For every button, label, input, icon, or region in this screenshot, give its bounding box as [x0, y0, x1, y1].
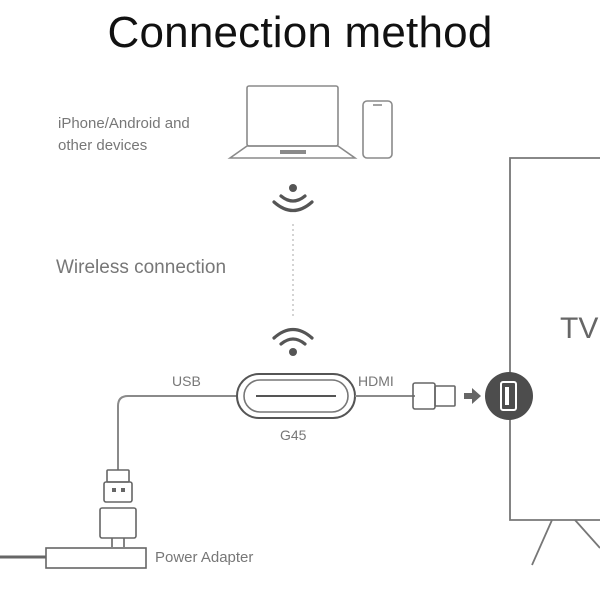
tv-label: TV: [560, 312, 599, 345]
hdmi-port-icon: [485, 372, 533, 420]
hdmi-label: HDMI: [358, 373, 394, 389]
power-strip-icon: [0, 547, 147, 569]
devices-label: iPhone/Android and other devices: [58, 113, 190, 157]
devices-label-line2: other devices: [58, 137, 148, 154]
arrow-right-icon: [464, 388, 481, 404]
power-adapter-icon: [99, 507, 137, 547]
laptop-icon: [227, 85, 358, 159]
wireless-connection-label: Wireless connection: [56, 257, 227, 278]
wifi-signal-bottom-icon: [272, 327, 314, 356]
wifi-signal-top-icon: [272, 184, 314, 213]
hdmi-plug-icon: [412, 382, 456, 410]
usb-cable: [117, 395, 237, 470]
devices-label-line1: iPhone/Android and: [58, 115, 190, 132]
tv-icon: [509, 157, 600, 566]
phone-icon: [362, 100, 393, 159]
power-adapter-label: Power Adapter: [155, 549, 254, 566]
device-name-label: G45: [280, 427, 307, 443]
g45-dongle-icon: [236, 373, 356, 419]
usb-label: USB: [172, 373, 201, 389]
usb-plug-icon: [103, 469, 133, 503]
page-title: Connection method: [107, 8, 493, 57]
